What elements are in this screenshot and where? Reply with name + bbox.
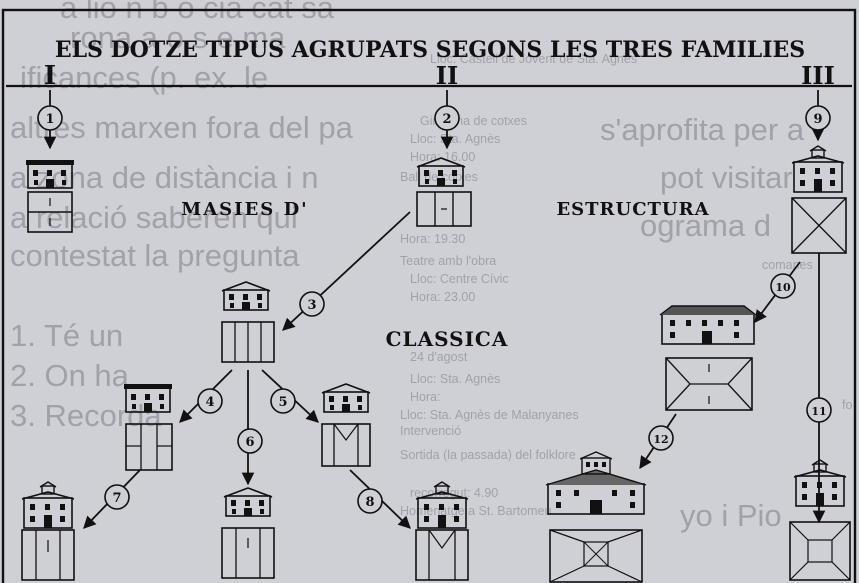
facade-type-8: [415, 481, 469, 529]
plan-type-2: [416, 191, 472, 227]
type-number-12: 12: [653, 433, 668, 446]
number-circle-5: [270, 388, 296, 414]
family-numeral-1: I: [44, 61, 56, 91]
type-number-5: 5: [278, 395, 287, 410]
type-3: 3: [221, 211, 411, 363]
plan-type-5: [321, 423, 371, 467]
ghost-text: 1. Té un: [10, 318, 124, 353]
type-2: 2: [416, 90, 472, 227]
type-9: 9: [791, 90, 847, 524]
ghost-text: Hora: 23.00: [410, 290, 476, 304]
number-circle-2: [434, 105, 460, 131]
plan-type-11: [789, 521, 851, 581]
facade-type-7: [21, 481, 75, 529]
type-1: 1: [25, 90, 75, 233]
number-circle-4: [197, 388, 223, 414]
number-circle-10: [770, 273, 796, 299]
facade-type-3: [221, 281, 271, 311]
number-circle-1: [37, 105, 63, 131]
type-5: 5: [261, 369, 371, 467]
ghost-text: 3. Recorda: [10, 398, 162, 433]
ghost-text: Hora: 16.00: [410, 150, 476, 164]
facade-type-9: [791, 145, 845, 193]
type-6: 6: [221, 370, 275, 579]
type-number-7: 7: [112, 491, 121, 506]
ghost-text: Lloc: Sta. Agnès de Malanyanes: [400, 408, 579, 422]
ghost-text: yo i Pio: [680, 498, 782, 533]
type-number-6: 6: [245, 435, 254, 450]
facade-type-2: [416, 157, 466, 187]
type-8: 8: [349, 469, 469, 581]
type-number-9: 9: [813, 112, 822, 127]
facade-type-12: [545, 451, 647, 515]
ghost-text: Teatre amb l'obra: [400, 254, 497, 268]
type-10: 10: [659, 261, 801, 411]
family-numeral-3: III: [801, 61, 835, 90]
ghost-text: pot visitar: [660, 160, 793, 195]
facade-type-5: [321, 383, 371, 413]
facade-type-11: [793, 459, 847, 507]
ghost-text: Lloc: Centre Cívic: [410, 272, 509, 286]
ghost-text: Lloc: Sta. Agnès: [410, 372, 501, 386]
ghost-text: Hora:: [410, 390, 441, 404]
plan-type-12: [549, 529, 643, 583]
plan-type-7: [21, 529, 75, 581]
arrow-type-3: [282, 211, 411, 331]
ghost-text: recorregut: 4.90: [410, 486, 499, 500]
label-classica: CLASSICA: [386, 327, 509, 351]
type-number-3: 3: [307, 298, 316, 313]
type-11: 11: [789, 397, 851, 581]
ghost-text: s'aprofita per a: [600, 112, 805, 147]
type-number-1: 1: [45, 112, 54, 127]
ghost-text: ificances (p. ex. le: [20, 60, 269, 95]
type-4: 4: [123, 369, 233, 471]
facade-type-1: [25, 159, 75, 189]
plan-type-4: [125, 423, 173, 471]
facade-type-6: [223, 487, 273, 517]
ghost-text: Intervenció: [400, 424, 462, 438]
ghost-text: rona a o s e ma: [70, 20, 286, 55]
number-circle-8: [357, 488, 383, 514]
type-number-2: 2: [442, 112, 451, 127]
number-circle-3: [299, 291, 325, 317]
type-number-11: 11: [811, 405, 826, 418]
plan-type-10: [665, 357, 753, 411]
label-masies: MASIES D': [181, 199, 308, 220]
number-circle-12: [648, 425, 674, 451]
ghost-text: a relació saberen qui: [10, 200, 298, 235]
type-12: 12: [545, 413, 677, 583]
type-number-4: 4: [205, 395, 214, 410]
label-estructura: ESTRUCTURA: [556, 199, 709, 220]
diagram-frame: [1, 8, 857, 583]
number-circle-9: [805, 105, 831, 131]
number-circle-11: [806, 397, 832, 423]
number-circle-6: [237, 428, 263, 454]
ghost-text: Homenatge a St. Bartomeu: [400, 504, 552, 518]
number-circle-7: [104, 484, 130, 510]
ghost-text: ograma d: [640, 208, 771, 243]
ghost-text: Sortida (la passada) del folklore: [400, 448, 576, 462]
ghost-text: altres marxen fora del pa: [10, 110, 353, 145]
ghost-text: Hora: 19.30: [400, 232, 466, 246]
ghost-text: comanes: [762, 258, 813, 272]
ghost-text: a lio n b o cia cat sa: [60, 0, 334, 25]
ghost-text: 2. On ha: [10, 358, 129, 393]
family-numeral-2: II: [436, 61, 458, 90]
type-number-8: 8: [365, 495, 374, 510]
plan-type-6: [221, 527, 275, 579]
ghost-text: Lloc: Sta. Agnès: [410, 132, 501, 146]
ghost-text: Lloc: Castell de Jovent de Sta. Agnès: [430, 52, 638, 66]
ghost-text: contestat la pregunta: [10, 238, 300, 273]
facade-type-4: [123, 383, 173, 413]
type-7: 7: [21, 469, 141, 581]
type-number-10: 10: [775, 281, 791, 294]
ghost-text: 24 d'agost: [410, 350, 468, 364]
facade-type-10: [659, 305, 757, 345]
ghost-text: a zona de distància i n: [10, 160, 319, 195]
ghost-text: fo: [842, 398, 853, 412]
diagram-title: ELS DOTZE TIPUS AGRUPATS SEGONS LES TRES…: [55, 37, 805, 63]
plan-type-8: [415, 529, 469, 581]
